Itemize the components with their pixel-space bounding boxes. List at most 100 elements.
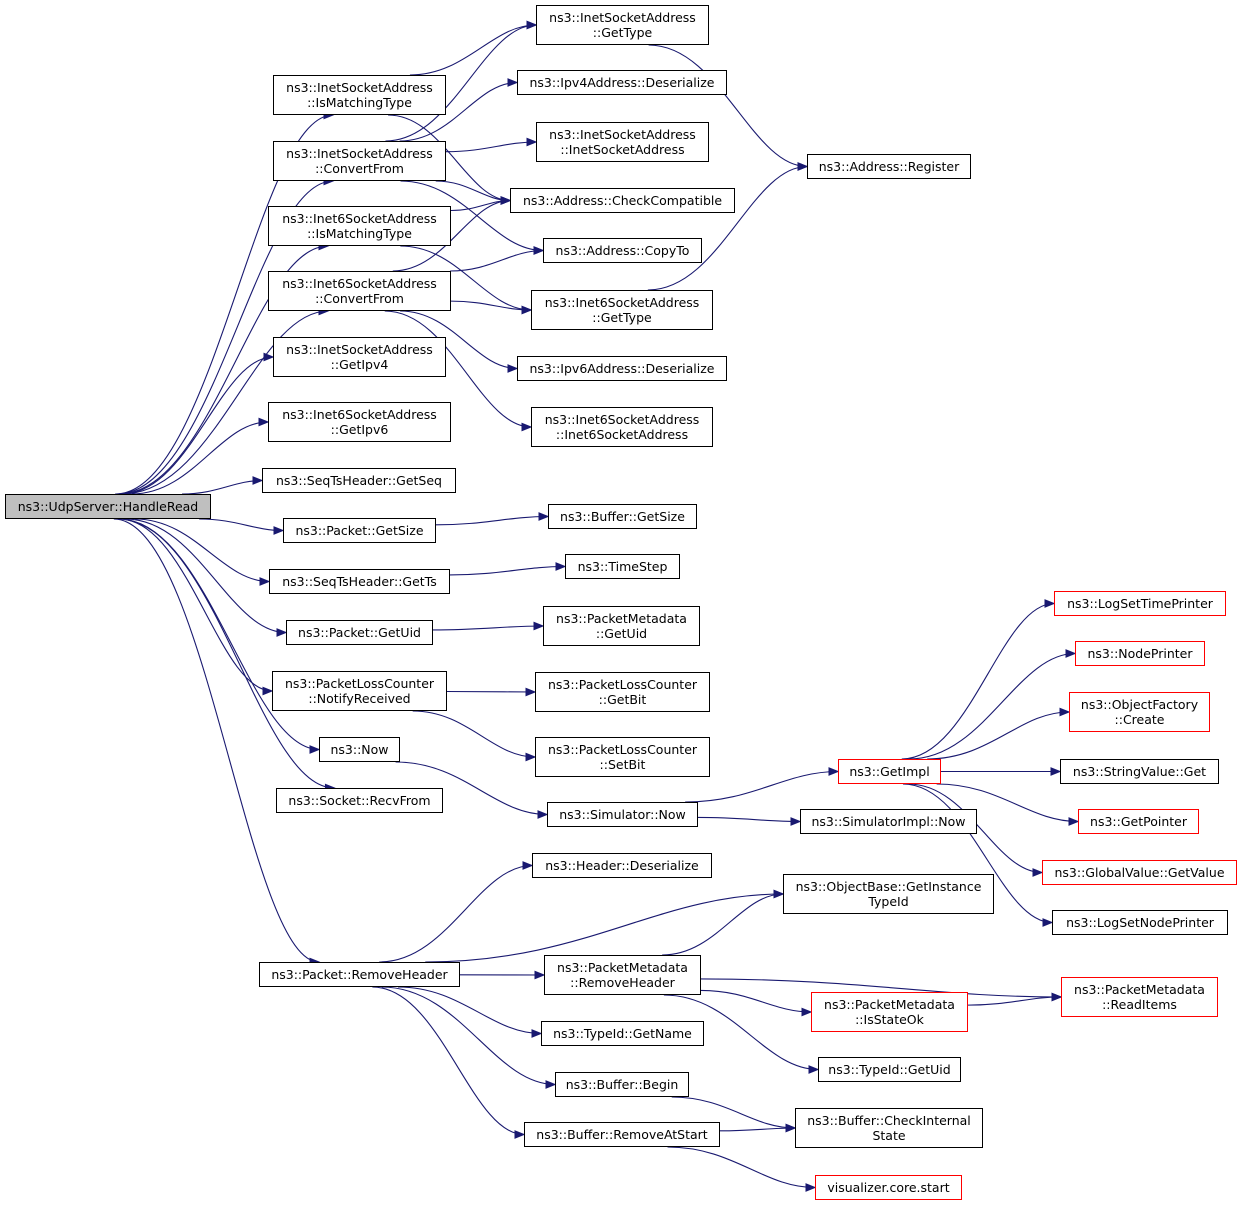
node-global-value-get-value[interactable]: ns3::GlobalValue::GetValue [1042, 860, 1237, 885]
node-inet6-ctor[interactable]: ns3::Inet6SocketAddress ::Inet6SocketAdd… [531, 407, 713, 447]
edge-inet6_convert_from-to-address_check_compatible [392, 199, 511, 272]
arrowhead-inet6_get_ipv6 [258, 417, 270, 427]
arrowhead-typeid_get_uid [808, 1065, 820, 1074]
node-simulator-now[interactable]: ns3::Simulator::Now [547, 802, 698, 827]
node-typeid-get-name[interactable]: ns3::TypeId::GetName [541, 1021, 704, 1046]
node-string-value-get[interactable]: ns3::StringValue::Get [1060, 759, 1219, 784]
node-handle-read: ns3::UdpServer::HandleRead [5, 494, 211, 519]
edge-packet_get_uid-to-pm_get_uid [432, 625, 544, 631]
node-inet6-get-ipv6[interactable]: ns3::Inet6SocketAddress ::GetIpv6 [268, 402, 451, 442]
node-get-pointer[interactable]: ns3::GetPointer [1078, 809, 1199, 834]
edge-get_impl-to-get_pointer [936, 783, 1079, 823]
arrowhead-plc_set_bit [525, 752, 537, 762]
node-socket-recv-from[interactable]: ns3::Socket::RecvFrom [276, 788, 443, 813]
node-pm-is-state-ok[interactable]: ns3::PacketMetadata ::IsStateOk [811, 992, 968, 1032]
node-node-printer[interactable]: ns3::NodePrinter [1075, 641, 1205, 666]
arrowhead-get_impl [828, 767, 840, 776]
arrowhead-string_value_get [1050, 767, 1062, 776]
node-simimpl-now[interactable]: ns3::SimulatorImpl::Now [800, 809, 977, 834]
node-buffer-remove-at-start[interactable]: ns3::Buffer::RemoveAtStart [524, 1122, 720, 1147]
edge-inet_get_type-to-address_register [648, 44, 808, 168]
arrowhead-seqts_get_seq [252, 476, 264, 485]
node-pm-read-items[interactable]: ns3::PacketMetadata ::ReadItems [1061, 977, 1218, 1017]
node-pm-get-uid[interactable]: ns3::PacketMetadata ::GetUid [543, 606, 700, 646]
arrowhead-get_pointer [1068, 817, 1080, 826]
arrowhead-plc_get_bit [525, 687, 537, 697]
node-address-register[interactable]: ns3::Address::Register [807, 154, 971, 179]
edge-handle_read-to-inet6_is_matching [118, 245, 329, 495]
arrowhead-inet_get_ipv4 [263, 352, 275, 362]
node-object-factory-create[interactable]: ns3::ObjectFactory ::Create [1069, 692, 1210, 732]
arrowhead-typeid_get_name [531, 1029, 543, 1038]
edge-plc_notify_received-to-plc_set_bit [412, 710, 536, 758]
node-inet-get-ipv4[interactable]: ns3::InetSocketAddress ::GetIpv4 [273, 337, 446, 377]
arrowhead-inet_get_type [526, 20, 538, 30]
edge-packet_remove_header-to-buffer_remove_at_start [372, 986, 525, 1136]
arrowhead-node_printer [1065, 649, 1077, 658]
node-inet-convert-from[interactable]: ns3::InetSocketAddress ::ConvertFrom [273, 141, 446, 181]
arrowhead-buffer_remove_at_start [514, 1130, 526, 1139]
arrowhead-ns3_now [309, 745, 321, 754]
edge-pm_remove_header-to-pm_is_state_ok [700, 989, 812, 1013]
node-time-step[interactable]: ns3::TimeStep [565, 554, 680, 579]
node-packet-get-uid[interactable]: ns3::Packet::GetUid [286, 620, 433, 645]
node-log-set-node-printer[interactable]: ns3::LogSetNodePrinter [1052, 910, 1228, 935]
node-packet-remove-header[interactable]: ns3::Packet::RemoveHeader [259, 962, 460, 987]
node-inet-get-type[interactable]: ns3::InetSocketAddress ::GetType [536, 5, 709, 45]
node-log-set-time-printer[interactable]: ns3::LogSetTimePrinter [1054, 591, 1226, 616]
edge-inet6_is_matching-to-inet6_get_type [400, 245, 532, 311]
node-inet-is-matching[interactable]: ns3::InetSocketAddress ::IsMatchingType [273, 75, 446, 115]
node-inet6-is-matching[interactable]: ns3::Inet6SocketAddress ::IsMatchingType [268, 206, 451, 246]
edge-inet6_convert_from-to-ipv6_deserialize [400, 310, 518, 370]
node-buffer-get-size[interactable]: ns3::Buffer::GetSize [548, 504, 697, 529]
arrowhead-log_set_time_printer [1044, 599, 1056, 608]
node-address-check-compatible[interactable]: ns3::Address::CheckCompatible [510, 188, 735, 213]
edge-buffer_remove_at_start-to-buffer_check_internal_state [719, 1127, 796, 1132]
node-pm-remove-header[interactable]: ns3::PacketMetadata ::RemoveHeader [544, 955, 701, 995]
node-seqts-get-seq[interactable]: ns3::SeqTsHeader::GetSeq [262, 468, 456, 493]
edge-pm_is_state_ok-to-pm_read_items [967, 996, 1062, 1006]
edge-handle_read-to-inet_convert_from [116, 180, 334, 495]
arrowhead-pm_read_items [1051, 992, 1063, 1002]
edge-handle_read-to-inet6_get_ipv6 [131, 421, 269, 495]
node-typeid-get-uid[interactable]: ns3::TypeId::GetUid [818, 1057, 961, 1082]
node-ns3-now[interactable]: ns3::Now [319, 737, 400, 762]
arrowhead-objectbase_get_instance_typeid [773, 889, 785, 899]
node-address-copy-to[interactable]: ns3::Address::CopyTo [543, 238, 702, 263]
edge-packet_get_size-to-buffer_get_size [435, 515, 549, 526]
node-inet6-convert-from[interactable]: ns3::Inet6SocketAddress ::ConvertFrom [268, 271, 451, 311]
edge-pm_remove_header-to-pm_read_items [700, 978, 1062, 998]
node-visualizer-core-start[interactable]: visualizer.core.start [815, 1175, 962, 1200]
node-plc-notify-received[interactable]: ns3::PacketLossCounter ::NotifyReceived [272, 671, 447, 711]
node-inet6-get-type[interactable]: ns3::Inet6SocketAddress ::GetType [531, 290, 713, 330]
node-plc-set-bit[interactable]: ns3::PacketLossCounter ::SetBit [535, 737, 710, 777]
arrowhead-seqts_get_ts [259, 577, 271, 586]
edge-buffer_begin-to-buffer_check_internal_state [671, 1096, 796, 1129]
edge-pm_remove_header-to-typeid_get_uid [663, 994, 819, 1071]
node-inet-ctor[interactable]: ns3::InetSocketAddress ::InetSocketAddre… [536, 122, 709, 162]
node-objectbase-get-instance-typeid[interactable]: ns3::ObjectBase::GetInstance TypeId [783, 874, 994, 914]
node-ipv6-deserialize[interactable]: ns3::Ipv6Address::Deserialize [517, 356, 727, 381]
arrowhead-inet6_ctor [521, 422, 533, 432]
edge-handle_read-to-socket_recv_from [118, 518, 335, 789]
arrowhead-address_copy_to [533, 246, 545, 255]
edge-inet_convert_from-to-ipv4_deserialize [399, 81, 518, 142]
arrowhead-address_register [797, 162, 809, 171]
arrowhead-visualizer_core_start [805, 1183, 817, 1192]
node-packet-get-size[interactable]: ns3::Packet::GetSize [283, 518, 436, 543]
node-buffer-begin[interactable]: ns3::Buffer::Begin [555, 1072, 689, 1097]
arrowhead-inet_ctor [526, 137, 538, 147]
arrowhead-log_set_node_printer [1042, 918, 1054, 927]
arrowhead-address_check_compatible [500, 196, 512, 205]
arrowhead-object_factory_create [1059, 707, 1071, 717]
edge-packet_remove_header-to-typeid_get_name [397, 986, 542, 1035]
edge-inet6_get_type-to-address_register [647, 165, 808, 291]
node-plc-get-bit[interactable]: ns3::PacketLossCounter ::GetBit [535, 672, 710, 712]
node-seqts-get-ts[interactable]: ns3::SeqTsHeader::GetTs [269, 569, 450, 594]
edge-handle_read-to-seqts_get_ts [134, 518, 270, 583]
node-header-deserialize[interactable]: ns3::Header::Deserialize [532, 853, 712, 878]
node-ipv4-deserialize[interactable]: ns3::Ipv4Address::Deserialize [517, 70, 727, 95]
node-buffer-check-internal-state[interactable]: ns3::Buffer::CheckInternal State [795, 1108, 983, 1148]
node-get-impl[interactable]: ns3::GetImpl [838, 759, 941, 784]
